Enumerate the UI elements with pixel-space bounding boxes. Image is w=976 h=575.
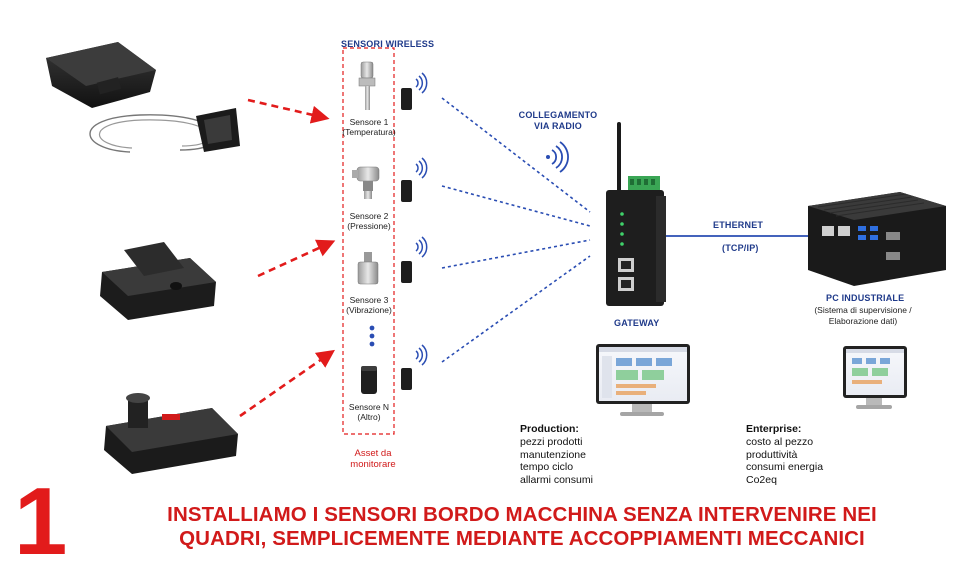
- magnetic-sensor-device-image: [104, 393, 238, 474]
- radio-link-label: COLLEGAMENTO VIA RADIO: [518, 110, 598, 132]
- ellipsis-dots-icon: [370, 326, 375, 347]
- production-list: pezzi prodotti manutenzione tempo ciclo …: [520, 436, 593, 486]
- sensor-3-name: Sensore 3: [334, 295, 404, 305]
- asset-label: Asset da monitorare: [344, 448, 402, 470]
- industrial-pc-image: [808, 192, 946, 286]
- arrow-device2-to-sensors: [258, 242, 332, 276]
- sensor-n-detail: (Altro): [334, 412, 404, 422]
- wireless-transmitter-1-icon: [401, 73, 427, 110]
- industrial-pc-subtitle-line-2: Elaborazione dati): [800, 316, 926, 327]
- ethernet-label: ETHERNET: [713, 220, 763, 230]
- wireless-transmitter-2-icon: [401, 158, 427, 202]
- gateway-device-image: [606, 122, 666, 306]
- sensor-2-name: Sensore 2: [334, 211, 404, 221]
- sensor-1-label: Sensore 1 (Temperatura): [334, 117, 404, 137]
- radio-link-3: [442, 240, 590, 268]
- step-number: 1: [14, 474, 67, 570]
- headline: INSTALLIAMO I SENSORI BORDO MACCHINA SEN…: [82, 503, 962, 551]
- temperature-sensor-icon: [359, 62, 375, 110]
- sensor-1-name: Sensore 1: [334, 117, 404, 127]
- production-title: Production:: [520, 423, 579, 435]
- arrow-device1-to-sensors: [248, 100, 326, 118]
- headline-line-1: INSTALLIAMO I SENSORI BORDO MACCHINA SEN…: [82, 503, 962, 527]
- ethernet-protocol-label: (TCP/IP): [722, 243, 759, 253]
- production-monitor-image: [596, 344, 690, 416]
- sensor-n-label: Sensore N (Altro): [334, 402, 404, 422]
- enterprise-list: costo al pezzo produttività consumi ener…: [746, 436, 823, 486]
- pressure-sensor-icon: [352, 167, 379, 199]
- list-item: manutenzione: [520, 449, 593, 462]
- sensor-3-detail: (Vibrazione): [334, 305, 404, 315]
- list-item: produttività: [746, 449, 823, 462]
- industrial-pc-subtitle-line-1: (Sistema di supervisione /: [800, 305, 926, 316]
- industrial-pc-subtitle: (Sistema di supervisione / Elaborazione …: [800, 305, 926, 326]
- list-item: costo al pezzo: [746, 436, 823, 449]
- sensor-2-label: Sensore 2 (Pressione): [334, 211, 404, 231]
- wireless-transmitter-3-icon: [401, 237, 427, 283]
- vibration-sensor-icon: [358, 252, 378, 284]
- list-item: pezzi prodotti: [520, 436, 593, 449]
- list-item: Co2eq: [746, 474, 823, 487]
- sensor-2-detail: (Pressione): [334, 221, 404, 231]
- wireless-sensors-title: SENSORI WIRELESS: [341, 39, 434, 49]
- radio-link-4: [442, 256, 590, 362]
- list-item: allarmi consumi: [520, 474, 593, 487]
- sensor-n-name: Sensore N: [334, 402, 404, 412]
- wireless-transmitter-4-icon: [401, 345, 427, 390]
- generic-sensor-icon: [361, 366, 377, 394]
- radio-link-line-1: COLLEGAMENTO: [518, 110, 598, 121]
- radio-waves-icon: [546, 142, 568, 172]
- enterprise-monitor-image: [843, 346, 907, 409]
- arrow-device3-to-sensors: [240, 352, 332, 416]
- sensor-1-detail: (Temperatura): [334, 127, 404, 137]
- radio-link-line-2: VIA RADIO: [518, 121, 598, 132]
- industrial-pc-title: PC INDUSTRIALE: [826, 293, 904, 303]
- enterprise-title: Enterprise:: [746, 423, 801, 435]
- gateway-label: GATEWAY: [614, 318, 659, 328]
- list-item: consumi energia: [746, 461, 823, 474]
- headline-line-2: QUADRI, SEMPLICEMENTE MEDIANTE ACCOPPIAM…: [82, 527, 962, 551]
- vibration-sensor-device-image: [100, 242, 216, 320]
- sensor-3-label: Sensore 3 (Vibrazione): [334, 295, 404, 315]
- list-item: tempo ciclo: [520, 461, 593, 474]
- radio-link-2: [442, 186, 590, 226]
- current-clamp-device-image: [46, 42, 240, 152]
